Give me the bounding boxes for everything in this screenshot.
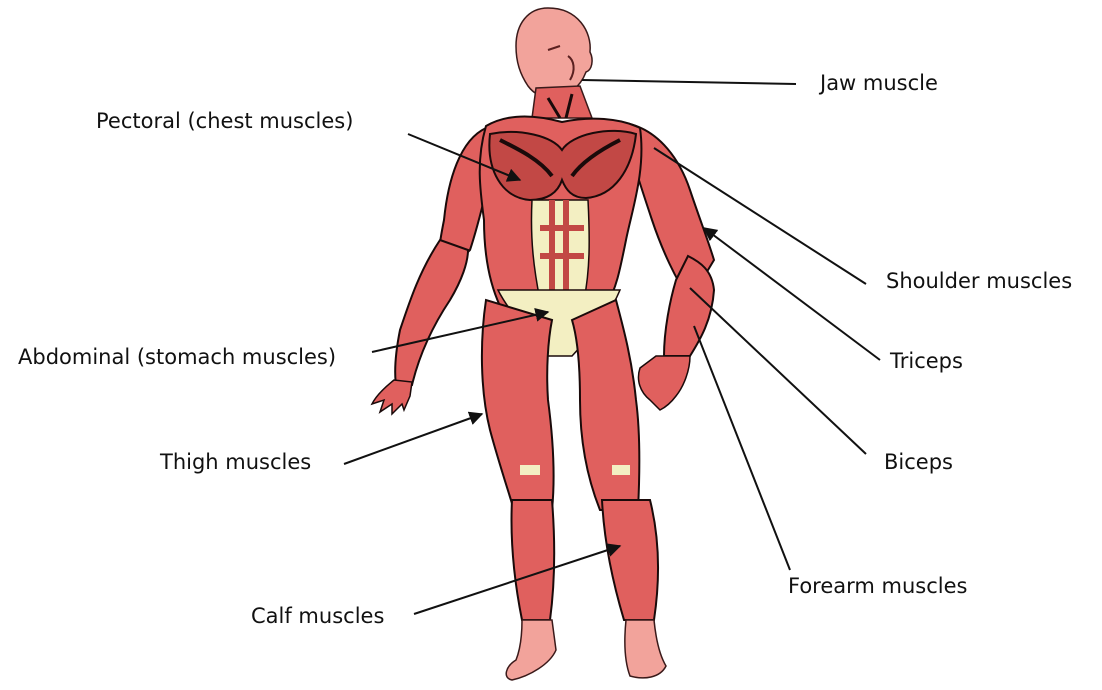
label-biceps: Biceps [884, 449, 953, 475]
leader-biceps [690, 288, 866, 454]
leader-triceps [704, 228, 880, 360]
neck [532, 86, 592, 118]
right-thigh [572, 300, 639, 510]
right-calf [602, 500, 658, 620]
label-pectoral: Pectoral (chest muscles) [96, 108, 353, 134]
right-foot [625, 620, 666, 678]
leader-jaw [582, 80, 796, 84]
left-forearm [395, 240, 468, 385]
body-illustration [372, 8, 714, 680]
right-hand [638, 356, 690, 410]
left-hand [372, 380, 412, 414]
left-thigh [482, 300, 554, 510]
right-forearm [664, 256, 714, 356]
label-shoulder-muscles: Shoulder muscles [886, 268, 1072, 294]
left-calf [511, 500, 554, 620]
label-abdominal: Abdominal (stomach muscles) [18, 344, 336, 370]
left-foot [506, 620, 556, 680]
label-thigh-muscles: Thigh muscles [160, 449, 311, 475]
abdominal [531, 200, 589, 300]
leader-thigh [344, 414, 482, 464]
label-forearm-muscles: Forearm muscles [788, 573, 967, 599]
label-calf-muscles: Calf muscles [251, 603, 384, 629]
leader-forearm [694, 326, 790, 570]
head [516, 8, 592, 98]
label-jaw-muscle: Jaw muscle [820, 70, 938, 96]
label-triceps: Triceps [890, 348, 963, 374]
